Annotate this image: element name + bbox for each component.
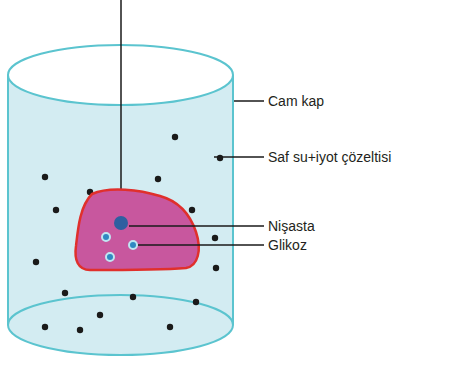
part-label: Cam kap	[268, 93, 324, 109]
leader-lines	[129, 101, 264, 245]
glucose-molecules	[102, 233, 137, 261]
part-label: Nişasta	[268, 218, 315, 234]
membrane-bag	[76, 190, 199, 270]
beaker-bottom-back	[8, 295, 233, 325]
string	[120, 0, 122, 218]
part-label: Glikoz	[268, 237, 307, 253]
part-label: Saf su+iyot çözeltisi	[268, 149, 391, 165]
iodine-particles	[33, 134, 223, 333]
starch-molecule	[114, 216, 128, 230]
